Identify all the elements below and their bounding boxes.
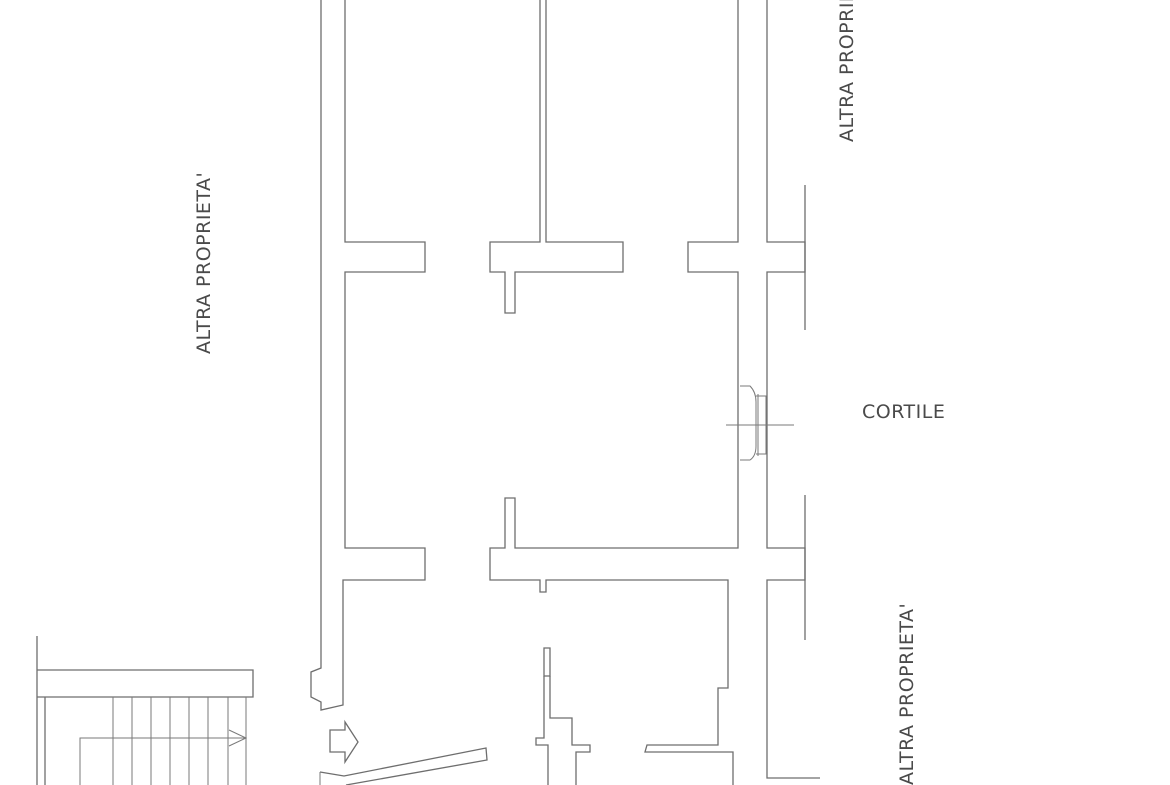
entrance-ramp [319,747,488,785]
label-bottom-right-property: ALTRA PROPRIETA' [896,603,918,785]
label-courtyard: CORTILE [862,401,945,423]
right-interior-wall [489,0,820,785]
left-outer-wall [310,0,426,711]
label-left-property: ALTRA PROPRIETA' [193,172,215,354]
central-partition-upper [489,0,624,314]
staircase [36,636,254,785]
entrance-arrow [329,719,359,765]
lower-partition-detail [535,647,591,785]
label-top-right-property: ALTRA PROPRIETA' [836,0,858,142]
courtyard-opening-symbol [726,385,794,461]
